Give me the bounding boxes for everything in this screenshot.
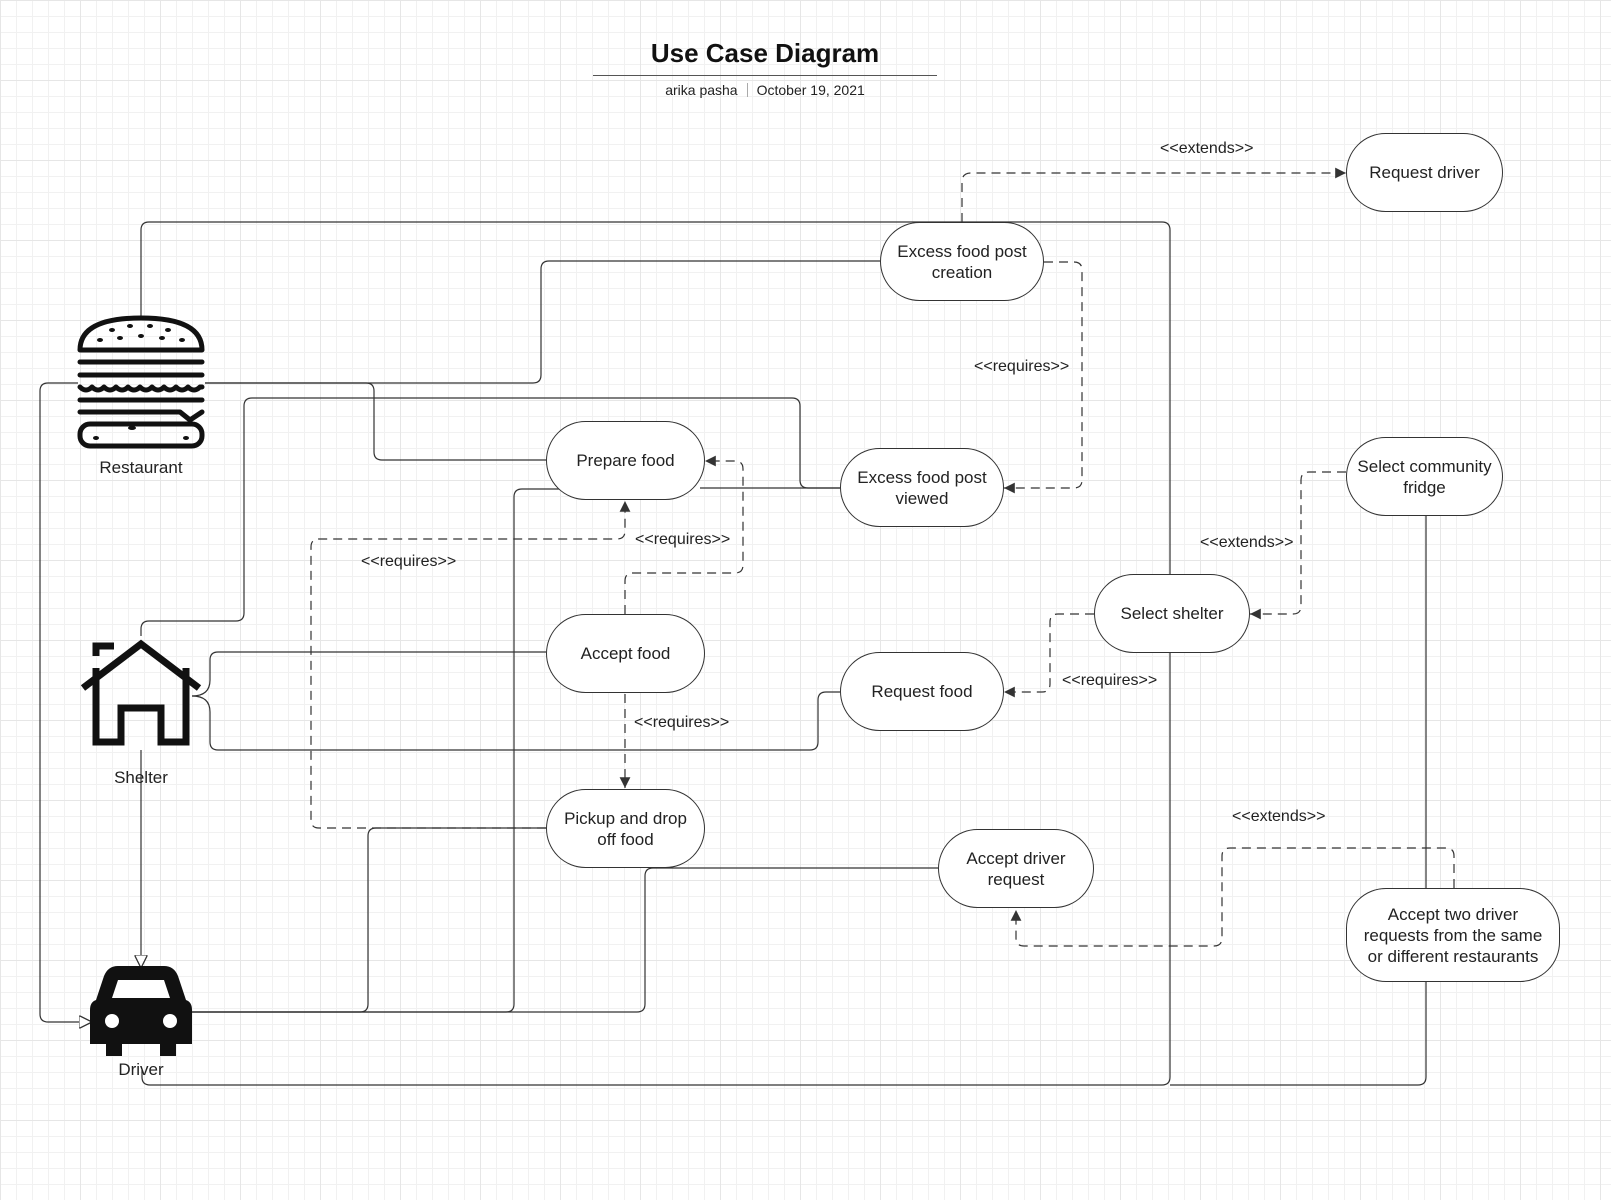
assoc-restaurant-post-creation-2 bbox=[205, 260, 880, 384]
label-extends-fridge-shelter: <<extends>> bbox=[1200, 534, 1294, 551]
label-requires-post-creation: <<requires>> bbox=[974, 358, 1070, 375]
actor-label-restaurant: Restaurant bbox=[99, 458, 183, 477]
assoc-two-requests-bottom bbox=[1170, 982, 1427, 1086]
diagram-title: Use Case Diagram bbox=[650, 38, 880, 68]
burger-icon bbox=[77, 315, 205, 449]
label-requires-shelter-request: <<requires>> bbox=[1062, 672, 1158, 689]
title-divider bbox=[593, 75, 937, 76]
assoc-driver-accept-driver-request bbox=[190, 867, 938, 1013]
generalization-restaurant-driver bbox=[39, 382, 92, 1022]
house-icon bbox=[80, 639, 202, 746]
requires-shelter-request-food bbox=[1004, 613, 1094, 698]
label-requires-accept-pickup: <<requires>> bbox=[634, 714, 730, 731]
actor-label-driver: Driver bbox=[118, 1060, 164, 1079]
extends-two-requests-accept-driver bbox=[1010, 847, 1455, 947]
usecase-select-community-fridge[interactable]: Select community fridge bbox=[1346, 437, 1503, 516]
label-extends-two-requests: <<extends>> bbox=[1232, 808, 1326, 825]
usecase-pickup-and-drop-off-food[interactable]: Pickup and drop off food bbox=[546, 789, 705, 868]
usecase-request-food[interactable]: Request food bbox=[840, 652, 1004, 731]
author-name: arika pasha bbox=[665, 82, 738, 98]
usecase-request-driver[interactable]: Request driver bbox=[1346, 133, 1503, 212]
diagram-byline: arika pasha October 19, 2021 bbox=[595, 82, 935, 98]
diagram-date: October 19, 2021 bbox=[756, 82, 865, 98]
byline-separator bbox=[746, 83, 748, 97]
requires-accept-prepare bbox=[624, 455, 744, 614]
car-icon bbox=[90, 966, 192, 1056]
label-requires-prepare-accept: <<requires>> bbox=[635, 531, 731, 548]
label-extends-request-driver: <<extends>> bbox=[1160, 140, 1254, 157]
usecase-accept-food[interactable]: Accept food bbox=[546, 614, 705, 693]
assoc-shelter-request-food bbox=[191, 691, 840, 751]
usecase-prepare-food[interactable]: Prepare food bbox=[546, 421, 705, 500]
usecase-accept-two-driver-requests[interactable]: Accept two driver requests from the same… bbox=[1346, 888, 1560, 982]
actor-label-shelter: Shelter bbox=[114, 768, 168, 787]
extends-fridge-select-shelter bbox=[1250, 471, 1346, 620]
requires-post-creation-post-viewed bbox=[1004, 261, 1083, 494]
assoc-shelter-post-viewed bbox=[140, 397, 840, 636]
label-requires-prepare-pickup: <<requires>> bbox=[361, 553, 457, 570]
requires-pickup-prepare bbox=[310, 501, 631, 829]
assoc-restaurant-prepare-food bbox=[205, 382, 546, 461]
assoc-shelter-accept-food bbox=[191, 651, 546, 697]
assoc-driver-pickup bbox=[190, 827, 546, 1013]
association-lines bbox=[39, 221, 1427, 1086]
extends-post-creation-request-driver bbox=[961, 167, 1346, 222]
usecase-excess-food-post-creation[interactable]: Excess food post creation bbox=[880, 222, 1044, 301]
usecase-accept-driver-request[interactable]: Accept driver request bbox=[938, 829, 1094, 908]
usecase-excess-food-post-viewed[interactable]: Excess food post viewed bbox=[840, 448, 1004, 527]
usecase-select-shelter[interactable]: Select shelter bbox=[1094, 574, 1250, 653]
dependency-lines bbox=[310, 167, 1455, 947]
assoc-restaurant-post-creation bbox=[140, 221, 1171, 1086]
